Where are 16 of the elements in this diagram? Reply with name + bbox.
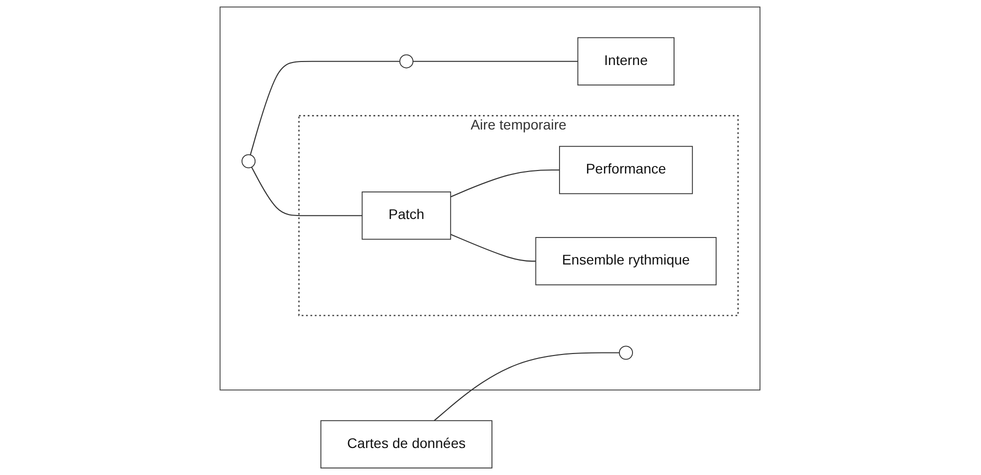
node-circle (619, 346, 634, 360)
node-box (320, 420, 493, 468)
node-box (560, 146, 694, 194)
node-circle (242, 154, 256, 168)
node-box (536, 237, 718, 286)
connector (252, 166, 363, 216)
cluster (220, 6, 761, 390)
connector (250, 60, 400, 156)
connector (450, 234, 536, 262)
node-circle (400, 54, 414, 68)
connector (450, 170, 560, 198)
node-box (578, 37, 675, 86)
connector (434, 352, 620, 422)
node-box (362, 192, 452, 240)
cluster (298, 115, 740, 316)
connector (413, 60, 578, 62)
